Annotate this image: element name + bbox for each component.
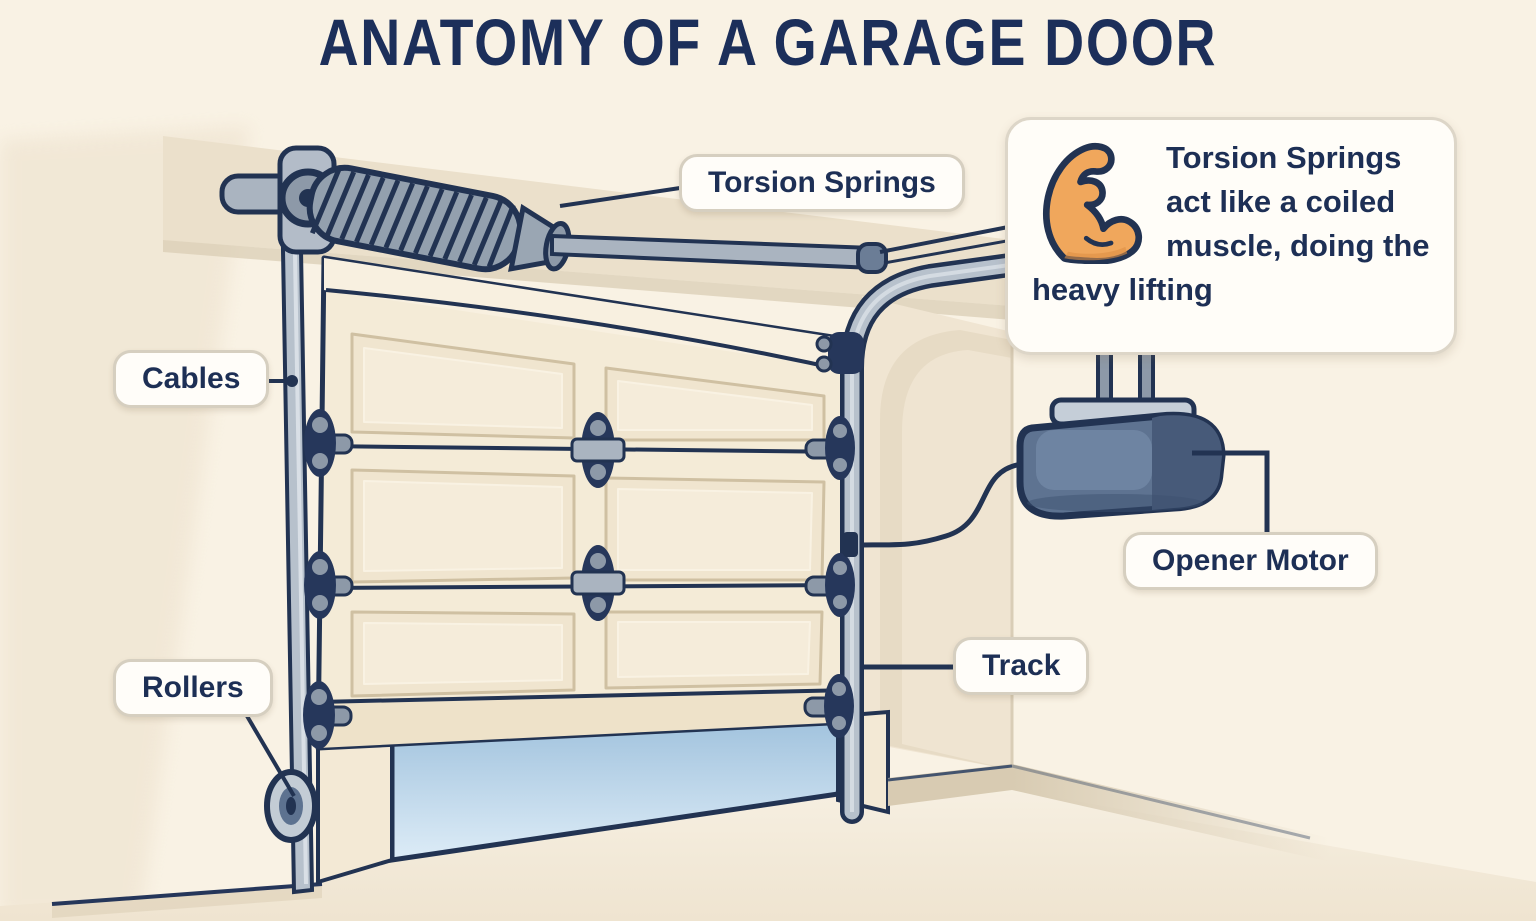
opener-motor: [843, 350, 1226, 557]
rollers-and-hinges: [264, 332, 864, 843]
callout-title: Torsion Springs: [1166, 140, 1402, 175]
floor: [0, 790, 1536, 921]
section-joint: [317, 688, 853, 704]
center-hinge: [570, 412, 626, 488]
door-panels: [350, 332, 826, 698]
roller: [304, 409, 354, 477]
label-cables: Cables: [113, 350, 270, 408]
page-title: ANATOMY OF A GARAGE DOOR: [318, 5, 1218, 79]
label-connectors: [245, 186, 1270, 798]
torsion-spring: [219, 145, 1253, 274]
roller: [304, 551, 354, 619]
roller: [804, 553, 855, 617]
garage-door-panel: [315, 255, 855, 751]
opener-motor-connector: [1192, 450, 1270, 534]
roller: [303, 681, 353, 749]
label-track: Track: [953, 637, 1090, 695]
left-wall-shadow: [0, 126, 250, 921]
spring-coil: [306, 164, 572, 273]
label-torsion-springs: Torsion Springs: [679, 154, 965, 212]
label-opener-motor: Opener Motor: [1123, 532, 1378, 590]
center-hinge: [570, 545, 626, 621]
rollers-connector: [245, 714, 296, 798]
wire-connector: [843, 532, 858, 557]
motor-wire: [859, 461, 1023, 548]
baseboards: [887, 764, 1330, 862]
callout-body: act like a coiled muscle, doing the heav…: [1032, 184, 1430, 307]
flexed-biceps-icon: [1042, 143, 1143, 264]
torsion-springs-connector: [559, 186, 681, 208]
roller: [803, 674, 854, 738]
bottom-roller: [264, 769, 318, 843]
left-floor-edge: [51, 882, 323, 906]
torsion-springs-callout: Torsion Springs act like a coiled muscle…: [1005, 117, 1457, 355]
back-wall-corner: [862, 296, 1014, 770]
roller: [804, 416, 855, 480]
label-rollers: Rollers: [113, 659, 273, 717]
track-bracket: [815, 332, 864, 374]
left-jamb: [316, 741, 394, 885]
